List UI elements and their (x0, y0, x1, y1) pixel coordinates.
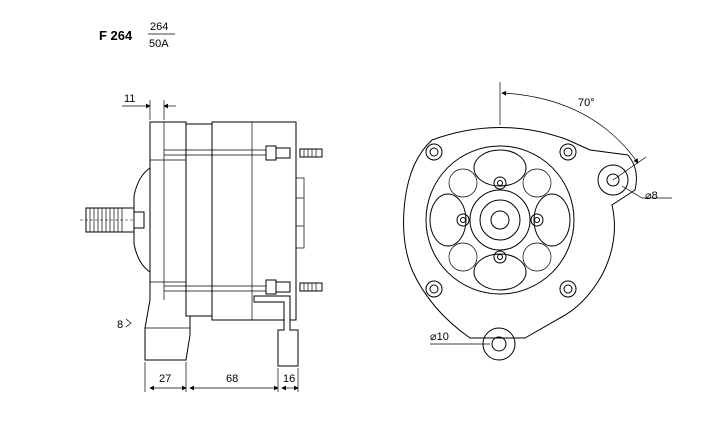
shaft (80, 207, 140, 233)
rear-bracket (253, 295, 299, 367)
hole-upper-label: ⌀8 (645, 190, 658, 202)
part-number: 264 (150, 21, 168, 33)
model-label: F 264 (99, 28, 133, 43)
title-block: F 264 264 50A (99, 21, 175, 50)
dim-top-label: 11 (124, 93, 135, 105)
lower-terminal (265, 279, 323, 295)
angle-label: 70° (578, 97, 595, 109)
inner-ring (425, 145, 575, 295)
front-dimensions: 70° ⌀8 ⌀10 (430, 82, 672, 345)
side-view (80, 121, 323, 367)
front-view (403, 127, 637, 361)
front-housing (144, 121, 191, 361)
upper-lug (597, 164, 629, 196)
dim-bottom-1: 27 (159, 373, 171, 385)
current-rating: 50A (149, 38, 169, 50)
dim-bottom-3: 16 (283, 373, 295, 385)
vent-petals (429, 149, 571, 291)
dim-left-label: 8 (117, 319, 123, 331)
upper-terminal (265, 145, 323, 161)
dim-bottom-2: 68 (226, 373, 238, 385)
side-dimensions: 11 8 27 68 16 (117, 93, 299, 392)
stator (185, 123, 213, 317)
hole-lower-label: ⌀10 (430, 331, 449, 343)
